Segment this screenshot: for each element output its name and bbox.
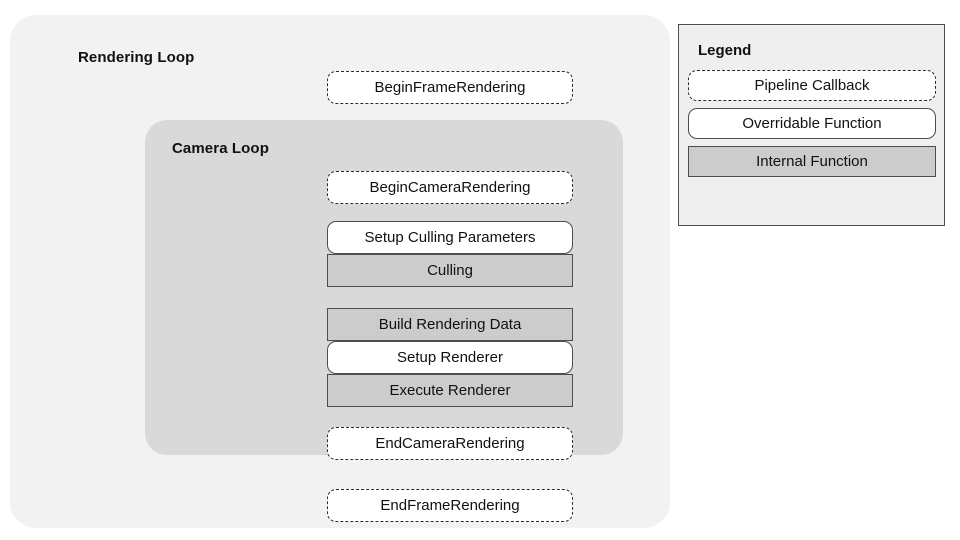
node-endcamerarendering[interactable]: EndCameraRendering <box>327 427 573 460</box>
node-setup-renderer[interactable]: Setup Renderer <box>327 341 573 374</box>
legend-item-overridable: Overridable Function <box>688 108 936 139</box>
node-culling[interactable]: Culling <box>327 254 573 287</box>
node-beginframerendering[interactable]: BeginFrameRendering <box>327 71 573 104</box>
legend-title: Legend <box>698 42 752 59</box>
node-endframerendering[interactable]: EndFrameRendering <box>327 489 573 522</box>
node-begincamerarendering[interactable]: BeginCameraRendering <box>327 171 573 204</box>
camera-loop-title: Camera Loop <box>172 140 269 157</box>
node-build-rendering-data[interactable]: Build Rendering Data <box>327 308 573 341</box>
legend-item-internal: Internal Function <box>688 146 936 177</box>
rendering-loop-title: Rendering Loop <box>78 49 195 66</box>
node-execute-renderer[interactable]: Execute Renderer <box>327 374 573 407</box>
node-setup-culling-parameters[interactable]: Setup Culling Parameters <box>327 221 573 254</box>
legend-item-callback: Pipeline Callback <box>688 70 936 101</box>
